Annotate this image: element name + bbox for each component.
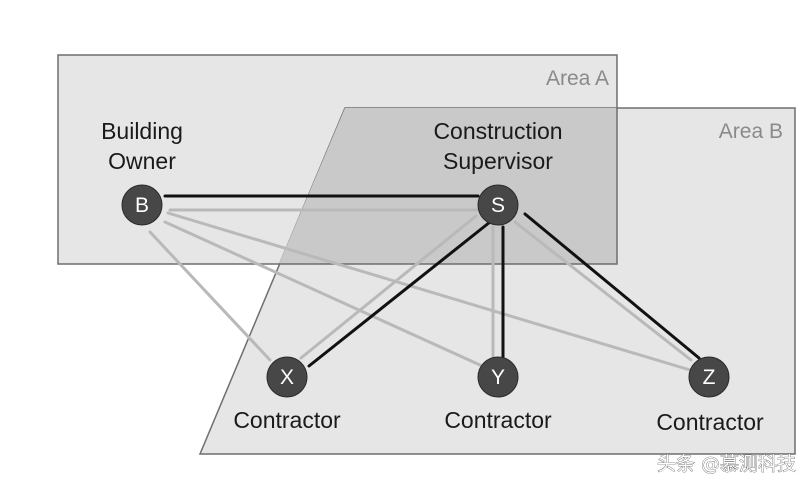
construction-supervisor-label-line2: Supervisor	[443, 148, 553, 174]
node-z: Z	[688, 356, 730, 398]
edge-s-z-black	[523, 212, 701, 360]
node-x-circle	[266, 356, 308, 398]
building-owner-label-line2: Owner	[108, 148, 176, 174]
node-z-letter: Z	[703, 366, 716, 389]
node-y: Y	[477, 356, 519, 398]
watermark-text: 头条 @慕测科技	[657, 453, 796, 475]
construction-supervisor-label-line1: Construction	[433, 118, 562, 144]
node-s-circle	[477, 184, 519, 226]
node-s: S	[477, 184, 519, 226]
edge-b-z	[166, 211, 692, 372]
node-b: B	[121, 184, 163, 226]
node-z-circle	[688, 356, 730, 398]
edge-b-y	[163, 220, 482, 367]
edge-b-x	[148, 230, 272, 362]
black-edges	[163, 194, 701, 368]
node-y-letter: Y	[491, 366, 505, 389]
contractor-y-label: Contractor	[444, 407, 552, 433]
contractor-z-label: Contractor	[656, 409, 764, 435]
node-s-letter: S	[491, 194, 505, 217]
area-a-border-overlap	[279, 108, 618, 265]
node-x: X	[266, 356, 308, 398]
node-b-circle	[121, 184, 163, 226]
edge-s-x-black	[307, 220, 492, 368]
contractor-x-label: Contractor	[233, 407, 341, 433]
edge-s-z-gray	[513, 220, 693, 362]
node-x-letter: X	[280, 366, 294, 389]
node-y-circle	[477, 356, 519, 398]
node-b-letter: B	[135, 194, 149, 217]
edge-s-x-gray	[299, 214, 478, 360]
area-b-label: Area B	[719, 120, 783, 143]
building-owner-label-line1: Building	[101, 118, 183, 144]
area-a-label: Area A	[546, 67, 609, 90]
gray-edges	[148, 208, 693, 372]
area-overlap-region	[279, 108, 617, 264]
